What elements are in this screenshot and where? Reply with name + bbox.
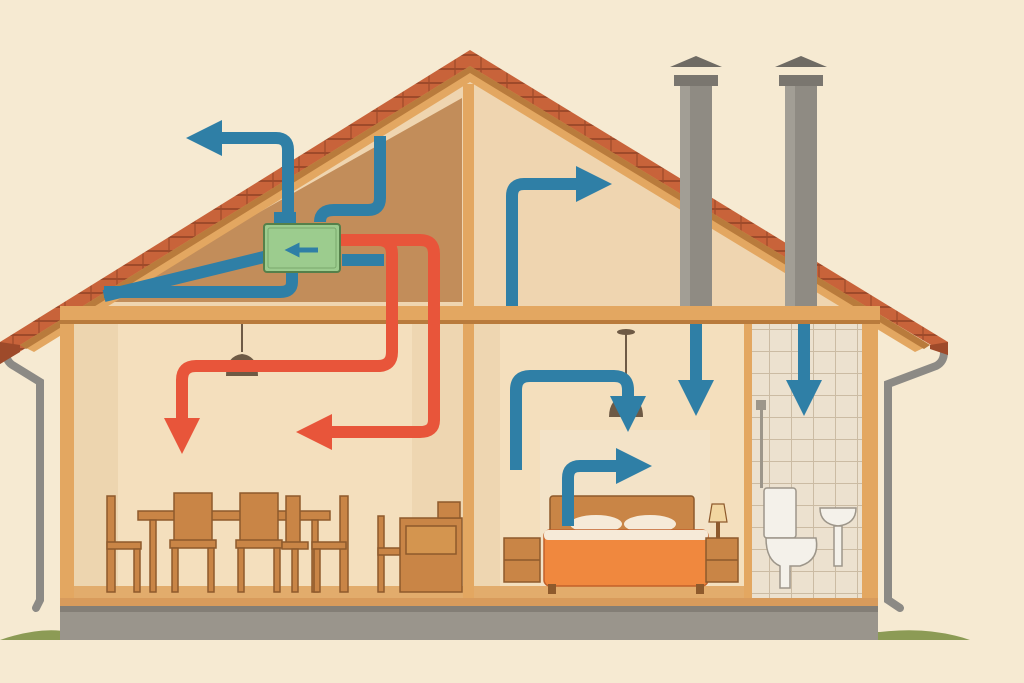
chair-icon (106, 492, 401, 593)
sink-icon (819, 507, 857, 567)
bed-icon (543, 495, 709, 594)
warm-air-ducts (164, 234, 440, 454)
toilet-icon (763, 487, 818, 589)
vent-stack-left (670, 56, 722, 308)
red-arrow-icon (296, 234, 440, 450)
shower-head (756, 400, 766, 410)
nightstand (503, 537, 739, 583)
sideboard (399, 501, 463, 593)
center-post (463, 84, 474, 606)
blue-arrow-icon (506, 166, 612, 306)
blue-arrow-icon (562, 448, 652, 526)
heat-recovery-unit-icon (263, 212, 341, 273)
fresh-air-ducts (102, 120, 822, 526)
vent-stack-right (775, 56, 827, 308)
attic-floor-beam (60, 306, 880, 324)
blue-arrow-icon (186, 120, 294, 214)
gutter-right (884, 348, 948, 612)
blue-arrow-icon (510, 370, 646, 470)
bedside-lamp-icon (708, 503, 728, 538)
floor (60, 598, 878, 606)
